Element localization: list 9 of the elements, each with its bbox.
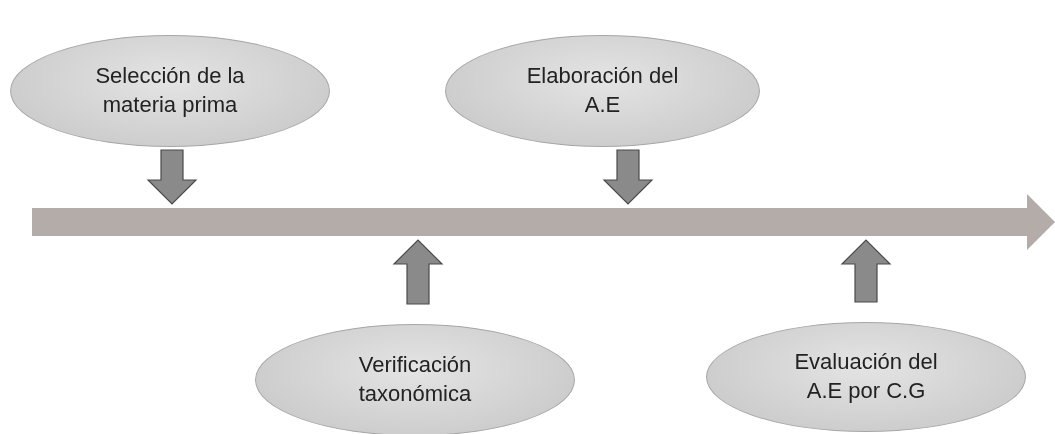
node-label: Selección de la materia prima: [94, 62, 246, 119]
block-arrow: [392, 239, 444, 305]
node-label: Verificación taxonómica: [357, 351, 473, 408]
node-label: Evaluación del A.E por C.G: [793, 348, 939, 405]
block-arrow: [840, 239, 892, 303]
timeline-arrow: [32, 194, 1055, 250]
node-label: Elaboración del A.E: [525, 62, 680, 119]
block-arrow: [146, 149, 198, 205]
block-arrow: [602, 149, 654, 205]
